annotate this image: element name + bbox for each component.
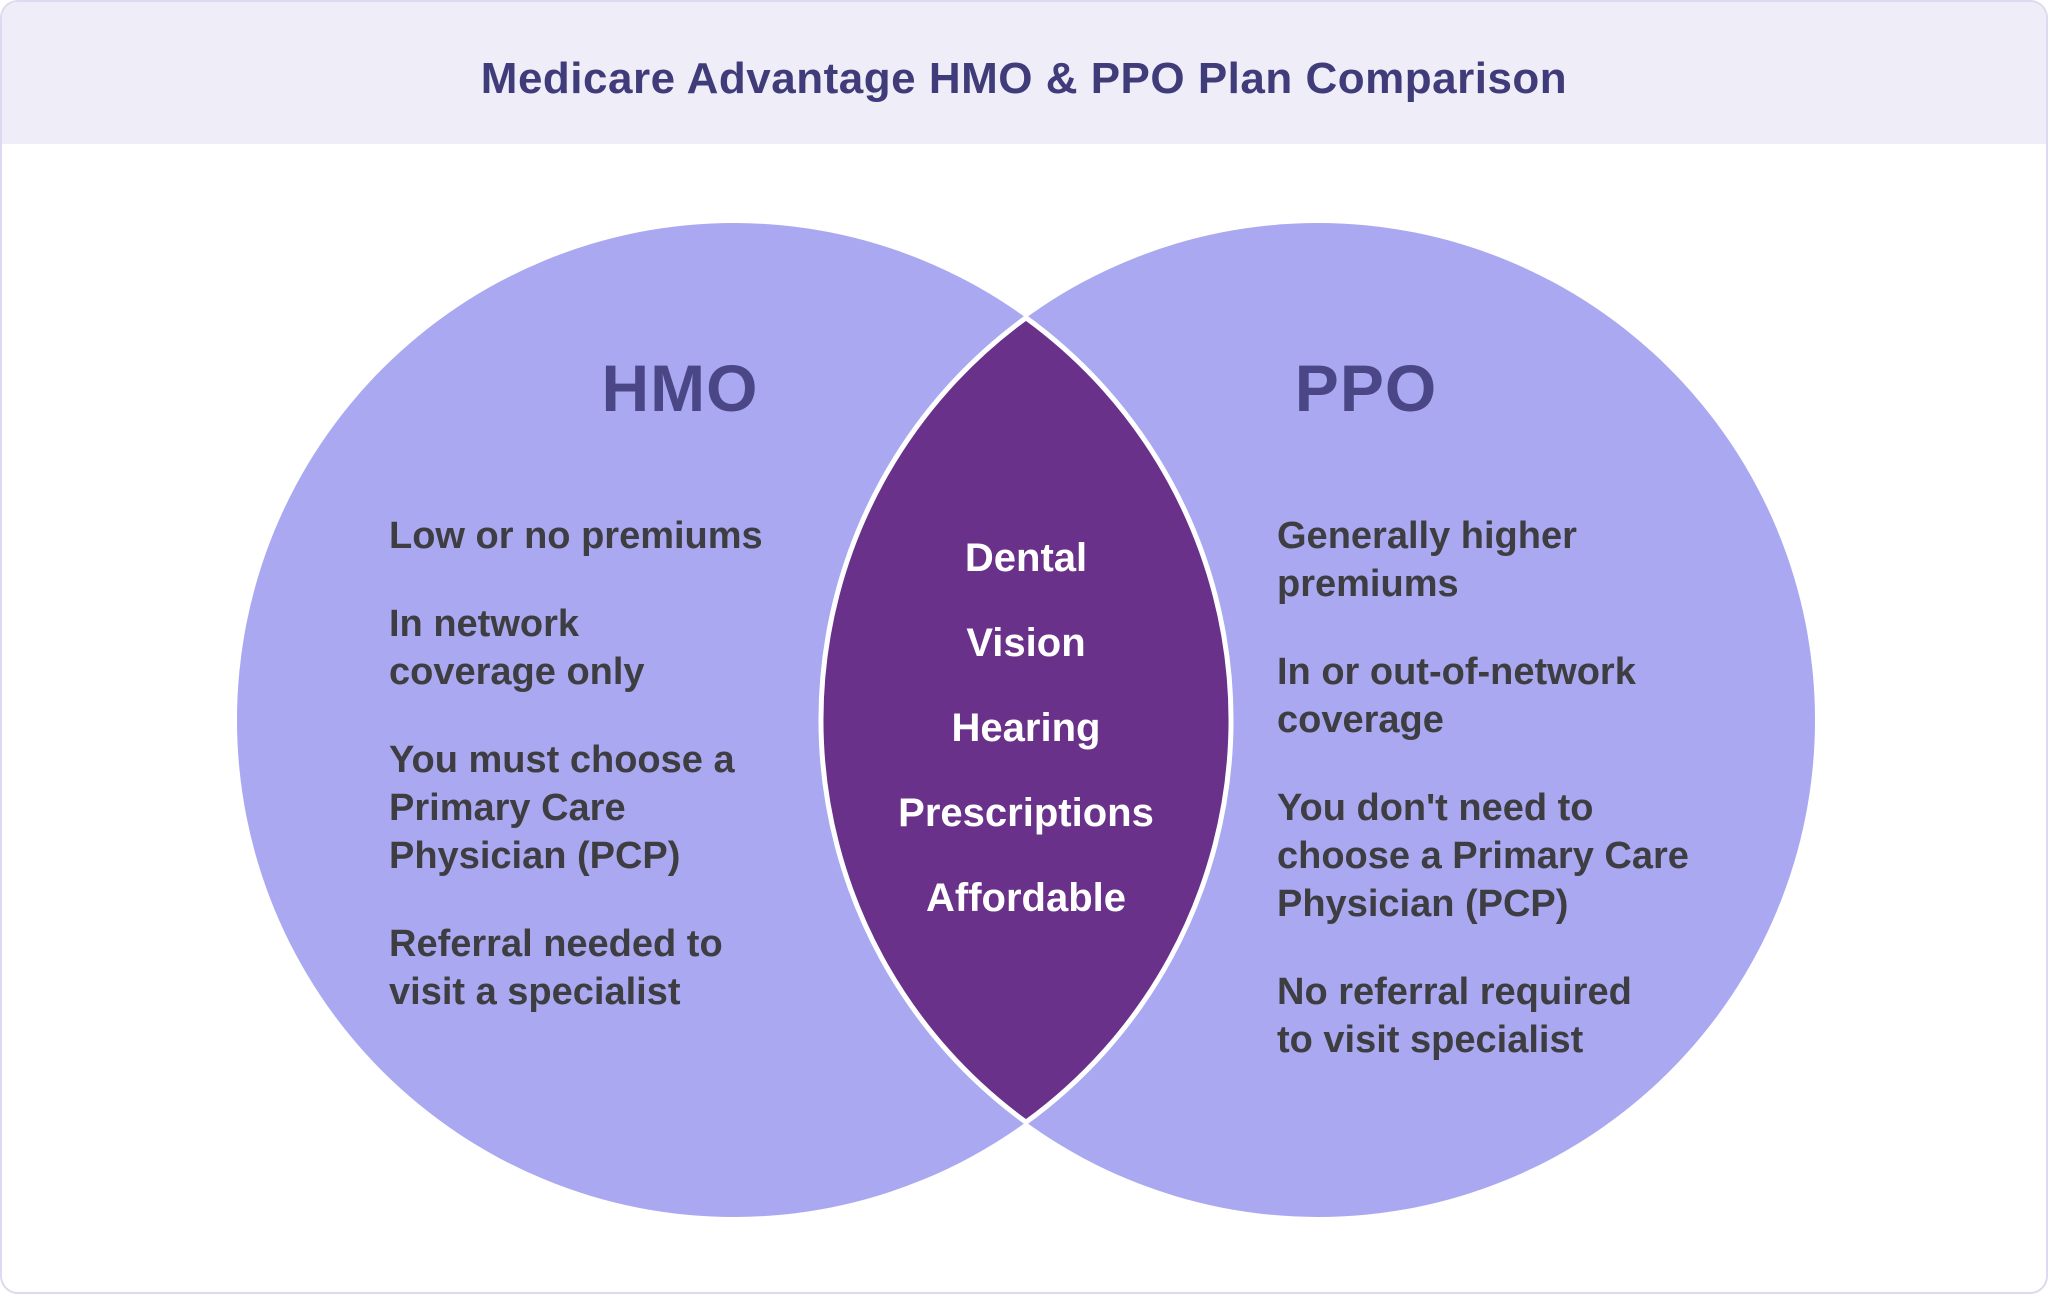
hmo-feature-item: In network coverage only xyxy=(389,603,645,693)
shared-feature-item: Affordable xyxy=(926,876,1126,920)
shared-feature-item: Vision xyxy=(966,621,1086,665)
ppo-feature-item: You don't need to choose a Primary Care … xyxy=(1277,787,1689,925)
hmo-heading: HMO xyxy=(601,351,759,425)
shared-feature-item: Hearing xyxy=(951,706,1101,750)
hmo-feature-item: You must choose a Primary Care Physician… xyxy=(389,739,735,877)
shared-feature-item: Dental xyxy=(964,536,1088,580)
shared-feature-item: Prescriptions xyxy=(898,791,1154,835)
hmo-feature-list: Low or no premiums In network coverage o… xyxy=(389,512,889,1056)
page-title: Medicare Advantage HMO & PPO Plan Compar… xyxy=(480,54,1568,103)
header-band: Medicare Advantage HMO & PPO Plan Compar… xyxy=(2,2,2046,144)
ppo-heading: PPO xyxy=(1294,351,1438,425)
ppo-feature-item: Generally higher premiums xyxy=(1277,515,1577,605)
overlap-lens xyxy=(818,314,1234,1126)
hmo-feature-item: Referral needed to visit a specialist xyxy=(389,923,723,1013)
shared-feature-list: Dental Vision Hearing Prescriptions Affo… xyxy=(776,537,1276,920)
ppo-feature-item: In or out-of-network coverage xyxy=(1277,651,1636,741)
ppo-feature-list: Generally higher premiums In or out-of-n… xyxy=(1277,512,1777,1104)
hmo-feature-item: Low or no premiums xyxy=(389,515,763,557)
ppo-feature-item: No referral required to visit specialist xyxy=(1277,971,1632,1061)
